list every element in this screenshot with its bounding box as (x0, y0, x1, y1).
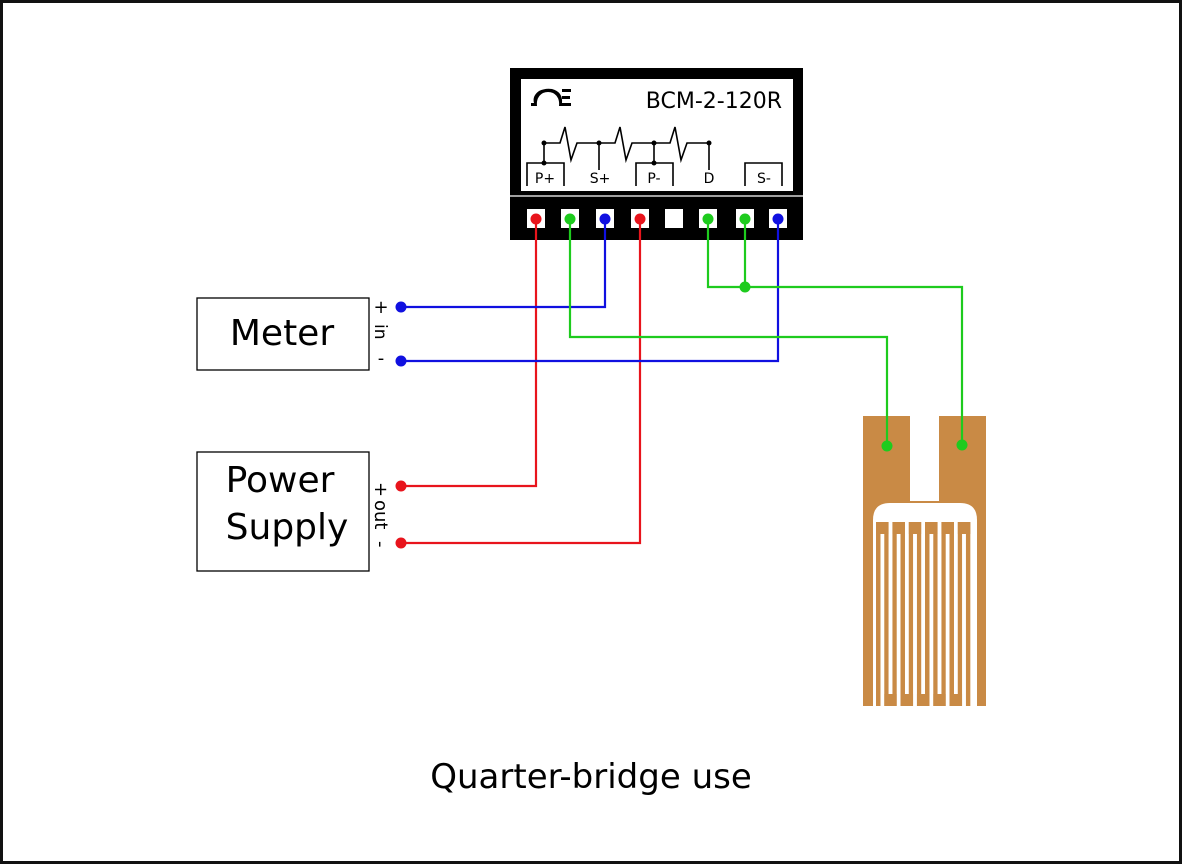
meter-plus-label: + (373, 297, 388, 318)
gauge-rail-right (977, 520, 986, 706)
power-supply-plus-label: + (370, 482, 391, 497)
wire-p-minus-to-supply-minus (401, 219, 642, 545)
power-supply-label-line2: Supply (226, 507, 349, 548)
meter-minus-label: - (378, 348, 385, 369)
junction-dot (739, 281, 751, 293)
gauge-grid-bend (949, 694, 963, 706)
gauge-grid-slot (937, 522, 942, 694)
gauge-grid-bend (908, 522, 922, 534)
gauge-grid-slot (921, 522, 925, 694)
gauge-grid-line (941, 522, 946, 706)
gauge-grid-bend (916, 694, 930, 706)
strain-gauge (863, 416, 986, 706)
gauge-grid-bend (957, 522, 971, 534)
gauge-grid-slot (913, 534, 917, 706)
gauge-grid-slot (953, 522, 958, 694)
gauge-grid-line (876, 522, 881, 706)
gauge-grid-slot (962, 534, 966, 706)
power-supply-minus-label: - (370, 541, 391, 548)
power-supply-port-label: out (370, 500, 391, 529)
meter-box (196, 297, 370, 371)
wires (401, 219, 964, 545)
supply-plus-terminal (395, 480, 407, 492)
power-supply-label-line1: Power (226, 460, 335, 501)
module-model: BCM-2-120R (646, 89, 782, 114)
wire-d-to-gauge-right (706, 219, 964, 445)
bcm-module: BCM-2-120R P+ S+ P- D S- (510, 68, 803, 240)
gauge-grid-bend (900, 694, 914, 706)
pin-label-p-minus: P- (647, 171, 660, 187)
gauge-grid-slot (896, 534, 901, 706)
gauge-grid-bend (876, 522, 889, 534)
gauge-grid-bend (884, 694, 897, 706)
diagram-title: Quarter-bridge use (430, 757, 752, 797)
gauge-grid-bend (892, 522, 905, 534)
gauge-grid-line (900, 522, 905, 706)
wire-p-plus-to-supply-plus (401, 219, 538, 488)
gauge-grid-bend (925, 522, 938, 534)
gauge-grid-slot (945, 534, 950, 706)
wire-s-minus-to-meter-minus (401, 219, 780, 363)
pin-label-p-plus: P+ (535, 171, 555, 187)
meter-minus-terminal (395, 355, 407, 367)
omega-logo-icon (531, 88, 571, 106)
gauge-rail-left (863, 520, 873, 706)
gauge-right-pad-terminal (956, 439, 968, 451)
gauge-grid-slot (880, 534, 885, 706)
meter-port-label: in (370, 324, 390, 340)
meter-label: Meter (230, 313, 334, 354)
wire-s-plus-to-meter-plus (401, 219, 607, 309)
pin-label-s-plus: S+ (590, 171, 611, 187)
pin-label-d: D (704, 171, 715, 187)
pin-label-s-minus: S- (757, 171, 771, 187)
meter-plus-terminal (395, 301, 407, 313)
gauge-grid-line (933, 522, 938, 706)
power-supply: Power Supply + out - (196, 451, 391, 572)
gauge-grid-bend (941, 522, 954, 534)
wire-s-plus-to-gauge-left (568, 219, 889, 446)
gauge-grid-line (957, 522, 963, 706)
gauge-grid-line (908, 522, 914, 706)
gauge-grid-line (916, 522, 922, 706)
gauge-grid-line (949, 522, 954, 706)
gauge-grid-slot (888, 522, 893, 694)
meter: Meter + in - (196, 297, 390, 371)
wire-endpoints (395, 281, 968, 549)
terminal-5[interactable] (665, 209, 683, 228)
gauge-grid-line (965, 522, 971, 706)
gauge-grid-slot (904, 522, 909, 694)
supply-minus-terminal (395, 537, 407, 549)
gauge-grid-line (925, 522, 930, 706)
gauge-left-pad-terminal (881, 440, 893, 452)
gauge-grid-bend (933, 694, 946, 706)
power-supply-box (196, 451, 370, 572)
bridge-schematic (526, 126, 783, 186)
gauge-grid-line (892, 522, 897, 706)
gauge-grid-slot (929, 534, 934, 706)
gauge-grid-line (884, 522, 889, 706)
